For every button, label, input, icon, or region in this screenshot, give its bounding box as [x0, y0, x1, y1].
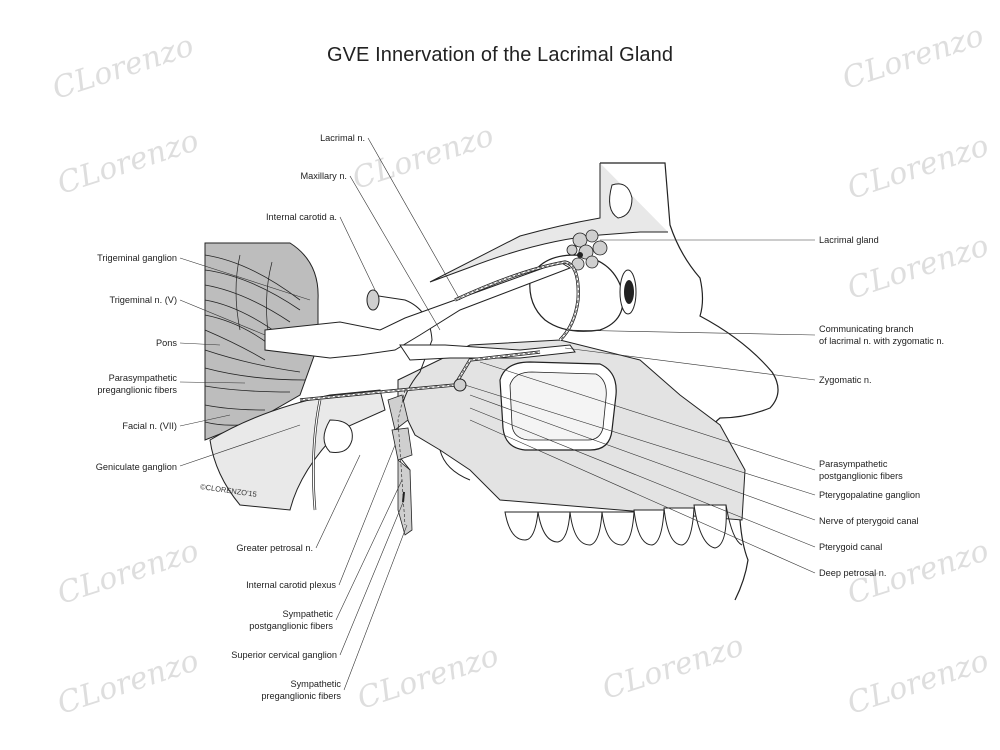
- label-deep-petrosal-n: Deep petrosal n.: [819, 568, 887, 578]
- nerve-fibers: [299, 252, 583, 526]
- petrous-bone: [209, 389, 386, 511]
- label-internal-carotid-plexus: Internal carotid plexus: [246, 580, 336, 590]
- label-trigeminal-n: Trigeminal n. (V): [109, 295, 177, 305]
- internal-carotid-artery: [366, 289, 433, 536]
- label-geniculate-ganglion: Geniculate ganglion: [95, 462, 177, 472]
- label-greater-petrosal-n: Greater petrosal n.: [236, 543, 313, 553]
- teeth: [504, 504, 743, 549]
- label-zygomatic-n: Zygomatic n.: [819, 375, 872, 385]
- label-maxillary-n: Maxillary n.: [300, 171, 347, 181]
- label-lacrimal-gland: Lacrimal gland: [819, 235, 879, 245]
- leader-lines-left: [179, 137, 461, 691]
- skull-outline: [397, 162, 779, 601]
- label-pterygopalatine-ganglion: Pterygopalatine ganglion: [819, 490, 921, 500]
- label-pterygoid-canal: Pterygoid canal: [819, 542, 883, 552]
- lacrimal-gland: [566, 229, 608, 271]
- pons-region: [204, 242, 319, 441]
- leader-lines-right: [464, 239, 816, 574]
- diagram-title: GVE Innervation of the Lacrimal Gland: [326, 44, 674, 66]
- label-facial-n: Facial n. (VII): [122, 421, 177, 431]
- label-lacrimal-n: Lacrimal n.: [320, 133, 365, 143]
- label-nerve-pterygoid-canal: Nerve of pterygoid canal: [819, 516, 919, 526]
- label-pons: Pons: [156, 338, 177, 348]
- label-superior-cervical-ganglion: Superior cervical ganglion: [231, 650, 337, 660]
- trigeminal-nerve: [264, 261, 576, 361]
- label-internal-carotid-a: Internal carotid a.: [266, 212, 337, 222]
- label-trigeminal-ganglion: Trigeminal ganglion: [97, 253, 177, 263]
